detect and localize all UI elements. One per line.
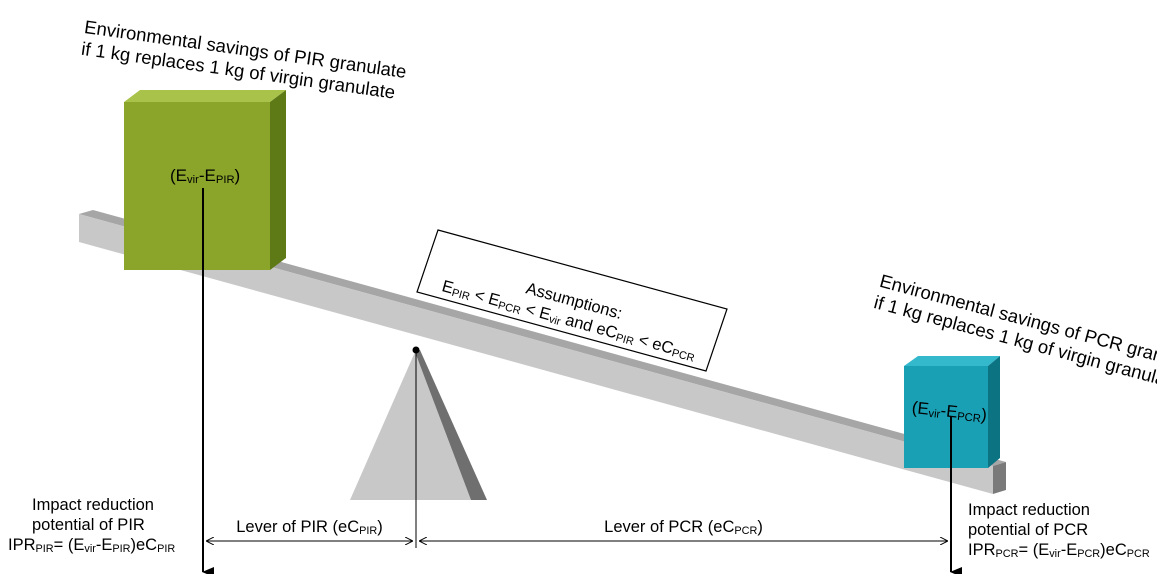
pir-block-formula: (Evir-EPIR) — [170, 166, 241, 187]
pir-impact-label: Impact reduction potential of PIR IPRPIR… — [8, 495, 175, 555]
lever-pir-label: Lever of PIR (eCPIR) — [236, 518, 383, 537]
pir-impact-line2: potential of PIR — [32, 516, 145, 534]
pcr-impact-formula: IPRPCR= (Evir-EPCR)eCPCR — [968, 541, 1150, 560]
pivot-point — [412, 346, 420, 354]
pcr-impact-line1: Impact reduction — [968, 501, 1090, 519]
pcr-impact-label: Impact reduction potential of PCR IPRPCR… — [968, 500, 1150, 560]
lever-beam — [79, 210, 1006, 494]
pir-impact-formula: IPRPIR= (Evir-EPIR)eCPIR — [8, 536, 176, 555]
pir-block — [124, 90, 286, 270]
assumptions-box — [416, 229, 728, 372]
pcr-impact-line2: potential of PCR — [968, 521, 1089, 539]
pcr-block — [904, 356, 1000, 468]
pir-impact-line1: Impact reduction — [32, 496, 154, 514]
lever-pcr-label: Lever of PCR (eCPCR) — [604, 518, 763, 537]
fulcrum — [350, 350, 487, 500]
